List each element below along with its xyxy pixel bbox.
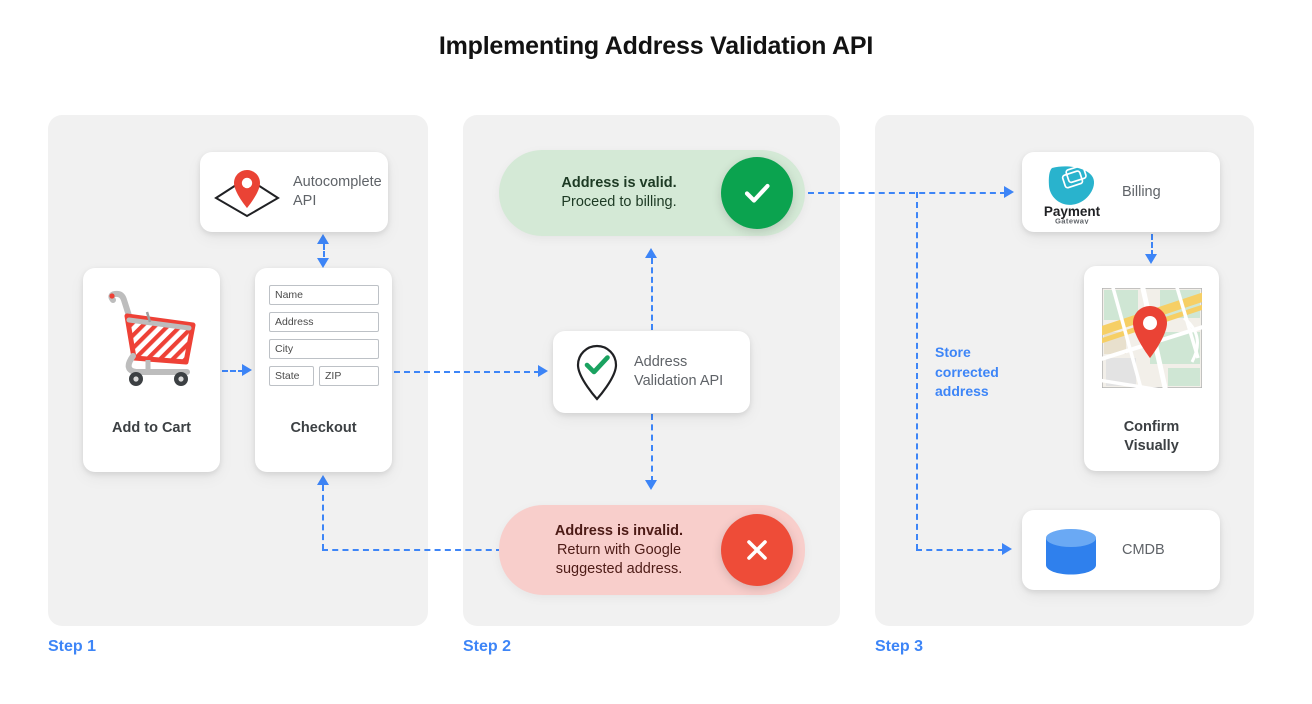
connector-store-corrected-v <box>916 192 918 550</box>
confirm-caption-line2: Visually <box>1124 438 1179 454</box>
arrow-billing-to-confirm <box>1145 254 1157 264</box>
arrow-checkout-to-validation <box>538 365 548 377</box>
autocomplete-api-label: Autocomplete API <box>293 173 382 211</box>
x-circle-icon <box>721 514 793 586</box>
arrow-autocomplete-to-checkout <box>317 258 329 268</box>
connector-checkout-to-validation <box>394 371 540 373</box>
arrow-checkout-to-autocomplete <box>317 234 329 244</box>
connector-invalid-return-h <box>322 549 502 551</box>
checkout-caption: Checkout <box>290 420 357 436</box>
confirm-visually-card[interactable]: Confirm Visually <box>1084 266 1219 471</box>
autocomplete-api-label-line2: API <box>293 193 317 209</box>
database-icon <box>1042 527 1100 577</box>
address-invalid-headline: Address is invalid. <box>554 522 684 539</box>
arrow-validation-to-valid <box>645 248 657 258</box>
checkout-field-name[interactable]: Name <box>269 285 379 305</box>
arrow-valid-to-billing <box>1004 186 1014 198</box>
svg-text:Gateway: Gateway <box>1055 217 1089 225</box>
arrow-store-to-cmdb <box>1002 543 1012 555</box>
map-pin-diamond-icon <box>212 164 282 220</box>
connector-billing-to-confirm <box>1151 234 1153 256</box>
add-to-cart-caption: Add to Cart <box>112 420 191 436</box>
connector-valid-to-billing <box>808 192 1006 194</box>
step-2-label: Step 2 <box>463 638 512 655</box>
validation-api-label-line2: Validation API <box>634 373 724 389</box>
connector-invalid-return-v <box>322 485 324 550</box>
add-to-cart-card[interactable]: Add to Cart <box>83 268 220 472</box>
checkout-field-address[interactable]: Address <box>269 312 379 332</box>
confirm-caption-line1: Confirm <box>1123 419 1180 435</box>
connector-validation-to-valid <box>651 258 653 330</box>
address-valid-subline: Proceed to billing. <box>561 194 677 210</box>
cmdb-label: CMDB <box>1122 542 1165 558</box>
step-1-label: Step 1 <box>48 638 97 655</box>
address-valid-text: Address is valid. Proceed to billing. <box>499 174 805 212</box>
store-label-line2: corrected <box>935 363 999 380</box>
store-label-line3: address <box>935 383 989 399</box>
cmdb-card[interactable]: CMDB <box>1022 510 1220 590</box>
address-invalid-subline2: suggested address. <box>555 560 683 577</box>
map-pin-check-icon <box>568 342 626 404</box>
checkout-card[interactable]: Name Address City State ZIP Checkout <box>255 268 392 472</box>
arrow-validation-to-invalid <box>645 480 657 490</box>
confirm-visually-caption: Confirm Visually <box>1084 418 1219 456</box>
map-thumbnail-icon <box>1102 288 1202 388</box>
checkout-field-zip[interactable]: ZIP <box>319 366 379 386</box>
checkout-field-state[interactable]: State <box>269 366 314 386</box>
connector-cart-to-checkout <box>222 370 244 372</box>
payment-gateway-logo: Payment Gateway <box>1038 162 1108 224</box>
connector-validation-to-invalid <box>651 414 653 482</box>
address-valid-headline: Address is valid. <box>561 175 677 191</box>
billing-card[interactable]: Payment Gateway Billing <box>1022 152 1220 232</box>
autocomplete-api-label-line1: Autocomplete <box>293 174 382 190</box>
connector-checkout-autocomplete <box>323 244 325 264</box>
address-invalid-pill: Address is invalid. Return with Google s… <box>499 505 805 595</box>
connector-store-corrected-h <box>916 549 1004 551</box>
check-circle-icon <box>721 157 793 229</box>
store-corrected-address-label: Store corrected address <box>935 343 1027 402</box>
billing-label: Billing <box>1122 184 1161 200</box>
checkout-field-city[interactable]: City <box>269 339 379 359</box>
validation-api-label-line1: Address <box>634 354 688 370</box>
store-label-line1: Store <box>935 344 971 360</box>
autocomplete-api-card[interactable]: Autocomplete API <box>200 152 388 232</box>
shopping-cart-icon <box>103 286 201 390</box>
address-validation-api-label: Address Validation API <box>634 353 723 391</box>
address-valid-pill: Address is valid. Proceed to billing. <box>499 150 805 236</box>
step-3-label: Step 3 <box>875 638 924 655</box>
address-validation-api-card[interactable]: Address Validation API <box>553 331 750 413</box>
page-title: Implementing Address Validation API <box>438 32 874 60</box>
arrow-cart-to-checkout <box>242 364 252 376</box>
address-invalid-text: Address is invalid. Return with Google s… <box>499 522 805 579</box>
svg-text:Payment: Payment <box>1044 204 1101 219</box>
address-invalid-subline1: Return with Google <box>556 541 682 558</box>
arrow-invalid-return-to-checkout <box>317 475 329 485</box>
